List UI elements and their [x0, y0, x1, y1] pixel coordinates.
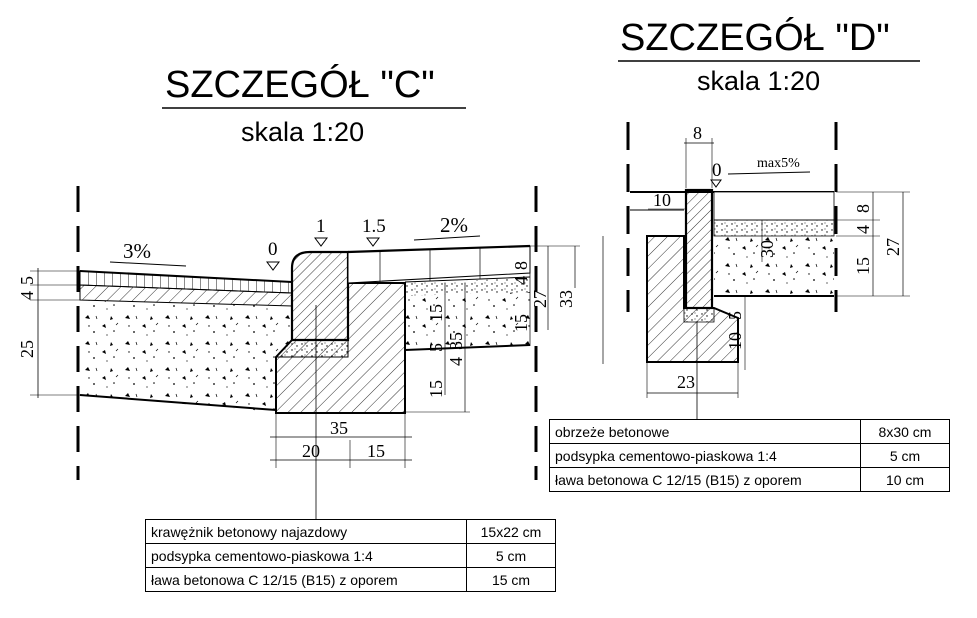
pavement-concrete-d: [714, 236, 834, 296]
table-cell-value: 10 cm: [860, 467, 950, 492]
table-cell-value: 15x22 cm: [466, 519, 556, 544]
dim-c-4: 4: [17, 291, 37, 300]
table-row: obrzeże betonowe 8x30 cm: [549, 419, 950, 444]
road-top-right: [347, 244, 531, 254]
level-15-label: 1.5: [362, 216, 386, 237]
table-cell-value: 15 cm: [466, 567, 556, 592]
dim-c-15b: 15: [511, 314, 531, 332]
table-cell-name: ława betonowa C 12/15 (B15) z oporem: [549, 467, 861, 492]
dim-d-5: 5: [725, 311, 745, 320]
dim-c-33: 33: [556, 290, 576, 308]
table-cell-name: podsypka cementowo-piaskowa 1:4: [145, 543, 467, 568]
dim-c-4a: 4: [511, 276, 531, 285]
level-1-label: 1: [316, 216, 326, 237]
dim-c-25: 25: [17, 340, 37, 358]
pavement-sand-d: [713, 219, 835, 237]
table-cell-name: krawężnik betonowy najazdowy: [145, 519, 467, 544]
edging-d: [684, 188, 714, 310]
slope-left-arrow: [109, 261, 187, 267]
road-concrete-layer: [405, 292, 530, 350]
dim-c-5: 5: [17, 276, 37, 285]
level-0-label: 0: [268, 239, 278, 260]
slope-d-arrow: [727, 171, 811, 175]
dim-d-30: 30: [757, 240, 777, 258]
detail-c-scale: skala 1:20: [241, 117, 364, 147]
table-row: krawężnik betonowy najazdowy 15x22 cm: [145, 519, 556, 544]
dim-d-23: 23: [677, 372, 695, 392]
table-cell-value: 5 cm: [860, 443, 950, 468]
slope-right-arrow: [413, 235, 481, 241]
road-bottom-right: [404, 344, 531, 351]
table-row: podsypka cementowo-piaskowa 1:4 5 cm: [145, 543, 556, 568]
dim-c-5a: 5: [426, 343, 446, 352]
level-15-marker: [366, 237, 380, 247]
detail-d: SZCZEGÓŁ "D" skala 1:20 8 0 max5% 10 3: [602, 16, 920, 419]
level-0-d-label: 0: [712, 160, 722, 181]
dim-c-35: 35: [330, 418, 348, 438]
detail-d-scale: skala 1:20: [697, 66, 820, 96]
dim-d-10b: 10: [725, 332, 745, 350]
table-row: ława betonowa C 12/15 (B15) z oporem 15 …: [145, 567, 556, 592]
dim-c-20: 20: [302, 441, 320, 461]
curb-c: [290, 250, 350, 342]
table-row: podsypka cementowo-piaskowa 1:4 5 cm: [549, 443, 950, 468]
detail-c: SZCZEGÓŁ "C" skala 1:20 3% 2%: [17, 63, 580, 519]
table-cell-value: 8x30 cm: [860, 419, 950, 444]
road-layer-line-1: [404, 276, 531, 283]
dim-c-8: 8: [511, 261, 531, 270]
dim-d-8: 8: [693, 123, 702, 143]
pavement-layer-d: [713, 191, 835, 221]
spec-table-d: obrzeże betonowe 8x30 cm podsypka cement…: [549, 419, 950, 492]
table-cell-name: obrzeże betonowe: [549, 419, 861, 444]
table-cell-name: podsypka cementowo-piaskowa 1:4: [549, 443, 861, 468]
slope-d-label: max5%: [757, 156, 800, 171]
level-0-marker: [266, 261, 280, 271]
level-1-marker: [314, 237, 328, 247]
dim-c-15c: 15: [426, 380, 446, 398]
dim-d-10: 10: [653, 190, 671, 210]
dim-c-4b: 4: [446, 357, 466, 366]
dim-d-27: 27: [883, 238, 903, 256]
table-row: ława betonowa C 12/15 (B15) z oporem 10 …: [549, 467, 950, 492]
slope-right-label: 2%: [440, 213, 468, 237]
pavement-top-left: [79, 270, 293, 283]
table-cell-name: ława betonowa C 12/15 (B15) z oporem: [145, 567, 467, 592]
dim-d-15: 15: [853, 257, 873, 275]
level-0-d-marker: [710, 179, 722, 188]
subbase-concrete-left: [80, 300, 292, 412]
table-cell-value: 5 cm: [466, 543, 556, 568]
dim-c-15a: 15: [426, 304, 446, 322]
foundation-d: [646, 235, 739, 363]
dim-c-35b: 35: [446, 332, 466, 350]
detail-d-title: SZCZEGÓŁ "D": [620, 16, 890, 59]
slope-left-label: 3%: [123, 239, 151, 263]
detail-c-title: SZCZEGÓŁ "C": [165, 63, 435, 106]
dim-d-8b: 8: [853, 204, 873, 213]
dim-d-4: 4: [853, 225, 873, 234]
road-sand-layer: [405, 278, 530, 296]
sand-bedding-d: [683, 307, 715, 323]
subbase-bottom-left: [79, 394, 277, 411]
dim-c-27: 27: [530, 290, 550, 308]
dim-c-15: 15: [367, 441, 385, 461]
spec-table-c: krawężnik betonowy najazdowy 15x22 cm po…: [145, 519, 556, 592]
